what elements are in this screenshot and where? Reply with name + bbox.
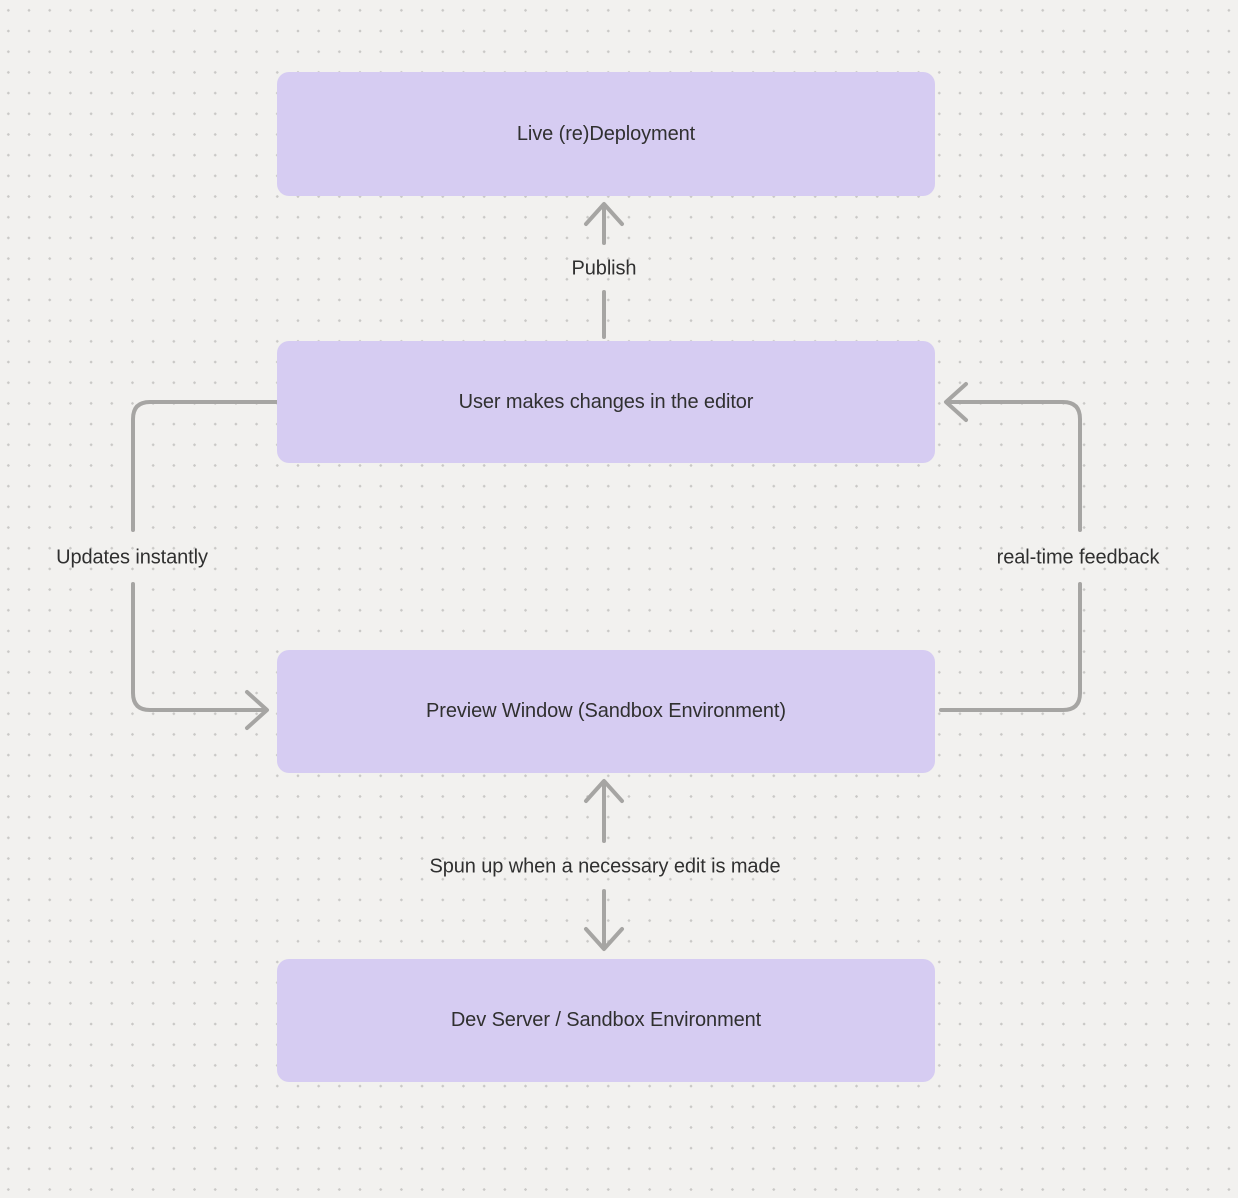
edge-label-publish: Publish [571, 257, 637, 280]
node-user-editor: User makes changes in the editor [277, 341, 935, 463]
edge-label-updates-instantly: Updates instantly [56, 546, 208, 569]
edge-label-spun-up: Spun up when a necessary edit is made [429, 855, 781, 878]
node-preview-window-label: Preview Window (Sandbox Environment) [426, 700, 786, 722]
node-user-editor-label: User makes changes in the editor [458, 390, 754, 413]
node-live-redeployment: Live (re)Deployment [277, 72, 935, 196]
edge-label-realtime-feedback: real-time feedback [996, 546, 1160, 569]
node-live-redeployment-label: Live (re)Deployment [516, 122, 696, 145]
node-preview-window: Preview Window (Sandbox Environment) [277, 650, 935, 773]
node-dev-server-label: Dev Server / Sandbox Environment [450, 1009, 762, 1031]
node-dev-server: Dev Server / Sandbox Environment [277, 959, 935, 1082]
